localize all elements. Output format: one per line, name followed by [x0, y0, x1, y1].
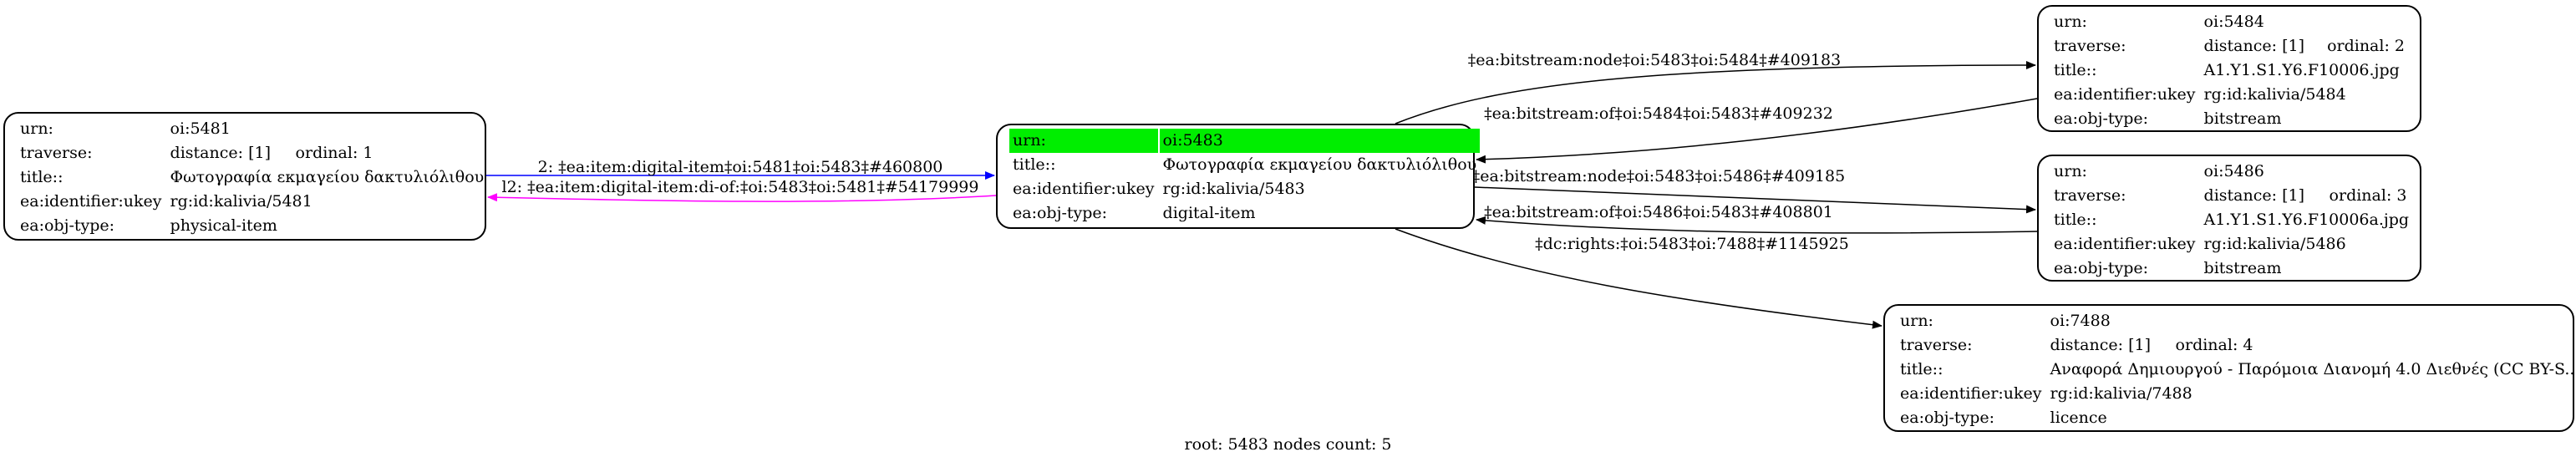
- node-row: traverse:distance: [1]ordinal: 1: [20, 144, 373, 162]
- node-oi-7488[interactable]: urn:oi:7488 traverse:distance: [1]ordina…: [1883, 304, 2576, 432]
- node-row: ea:obj-type:digital-item: [1013, 204, 1256, 222]
- node-oi-5483-root[interactable]: urn:oi:5483 title::Φωτογραφία εκμαγείου …: [996, 124, 1481, 229]
- node-row: ea:obj-type:bitstream: [2054, 259, 2282, 277]
- node-row: title::Φωτογραφία εκμαγείου δακτυλιόλιθο…: [20, 168, 485, 186]
- edge-5483-to-5481: [487, 193, 997, 202]
- edge-label-5484-to-5483: ‡ea:bitstream:of‡oi:5484‡oi:5483‡#409232: [1484, 104, 1833, 123]
- node-row-highlighted: urn:oi:5483: [1009, 129, 1481, 153]
- node-row: traverse:distance: [1]ordinal: 4: [1900, 336, 2253, 354]
- node-oi-5486[interactable]: urn:oi:5486 traverse:distance: [1]ordina…: [2037, 155, 2421, 282]
- node-row: urn:oi:5486: [2054, 162, 2264, 180]
- node-row: ea:obj-type:licence: [1900, 409, 2107, 427]
- node-row: urn:oi:5484: [2054, 13, 2264, 31]
- edge-5483-to-7488: [1395, 228, 1882, 329]
- node-row: urn:oi:7488: [1900, 312, 2111, 330]
- node-row: title::Αναφορά Δημιουργού - Παρόμοια Δια…: [1900, 360, 2576, 378]
- node-row: ea:obj-type:bitstream: [2054, 109, 2282, 128]
- edge-label-5481-to-5483: 2: ‡ea:item:digital-item‡oi:5481‡oi:5483…: [538, 158, 943, 176]
- edge-5486-to-5483: [1476, 216, 2038, 234]
- edge-5483-to-5484: [1395, 61, 2036, 124]
- node-oi-5484[interactable]: urn:oi:5484 traverse:distance: [1]ordina…: [2037, 5, 2421, 132]
- node-row: ea:obj-type:physical-item: [20, 216, 277, 235]
- node-row: traverse:distance: [1]ordinal: 3: [2054, 186, 2407, 205]
- edge-label-5483-to-5484: ‡ea:bitstream:node‡oi:5483‡oi:5484‡#4091…: [1468, 51, 1841, 69]
- node-row: urn:oi:5481: [20, 119, 231, 138]
- node-row: title::Φωτογραφία εκμαγείου δακτυλιόλιθο…: [1013, 155, 1477, 174]
- edge-label-5483-to-5486: ‡ea:bitstream:node‡oi:5483‡oi:5486‡#4091…: [1472, 167, 1845, 185]
- edge-5484-to-5483: [1476, 98, 2038, 164]
- node-row: traverse:distance: [1]ordinal: 2: [2054, 37, 2405, 55]
- edge-label-5483-to-7488: ‡dc:rights:‡oi:5483‡oi:7488‡#1145925: [1535, 235, 1849, 253]
- node-oi-5481[interactable]: urn:oi:5481 traverse:distance: [1]ordina…: [3, 112, 486, 241]
- graph-footer-summary: root: 5483 nodes count: 5: [1184, 435, 1392, 454]
- node-row: title::A1.Y1.S1.Y6.F10006.jpg: [2054, 61, 2400, 79]
- node-row: title::A1.Y1.S1.Y6.F10006a.jpg: [2054, 211, 2410, 229]
- edge-label-5486-to-5483: ‡ea:bitstream:of‡oi:5486‡oi:5483‡#408801: [1484, 203, 1833, 221]
- edge-label-5483-to-5481: l2: ‡ea:item:digital-item:di-of:‡oi:5483…: [502, 178, 979, 196]
